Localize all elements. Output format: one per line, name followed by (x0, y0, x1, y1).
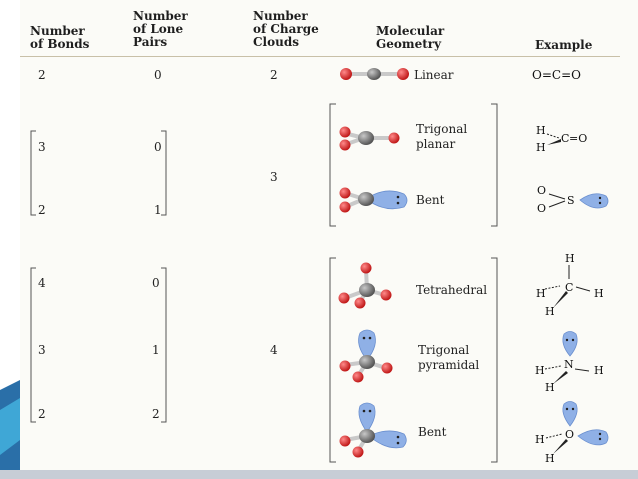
bracket-bonds-4 (30, 267, 36, 423)
tetrahedral-label: Tetrahedral (416, 283, 488, 297)
bent4-bonds: 2 (38, 407, 46, 421)
slide-bottom-band (0, 470, 638, 479)
h2co-h-top: H (536, 124, 546, 137)
group4-clouds: 4 (270, 343, 278, 357)
so2-sulfur: S (567, 194, 575, 207)
trigonal-planar-bonds: 3 (38, 140, 46, 154)
nh3-nitrogen: N (564, 358, 574, 371)
group3-clouds: 3 (270, 170, 278, 184)
nh3-h-right: H (594, 364, 604, 377)
nh3-h-bottom: H (545, 381, 555, 394)
example-lone-pairs (562, 193, 609, 446)
tetrahedral-lone-pairs: 0 (152, 276, 160, 290)
trigonal-pyramidal-bonds: 3 (38, 343, 46, 357)
ch4-h-bottom: H (545, 305, 555, 318)
linear-bonds: 2 (38, 68, 46, 82)
nh3-h-left: H (535, 364, 545, 377)
header-example: Example (535, 38, 593, 52)
bracket-lone-4 (161, 267, 167, 423)
h2o-oxygen: O (565, 428, 575, 441)
bent4-model (339, 402, 407, 458)
bent4-lone-pairs: 2 (152, 407, 160, 421)
h2o-h-bottom: H (545, 452, 555, 465)
h2co-carbon: C (561, 132, 570, 145)
so2-o-top: O (537, 184, 547, 197)
so2-o-bottom: O (537, 202, 547, 215)
linear-example: O=C=O (532, 68, 581, 82)
bent3-model (339, 187, 408, 213)
header-divider (20, 56, 620, 57)
geometry-table (20, 0, 638, 479)
linear-model (340, 68, 409, 80)
h2o-h-left: H (535, 433, 545, 446)
bent3-lone-pairs: 1 (154, 203, 162, 217)
ch4-carbon: C (565, 281, 574, 294)
bracket-geom-4 (329, 257, 336, 463)
h2co-h-bottom: H (536, 141, 546, 154)
trigonal-pyramidal-lone-pairs: 1 (152, 343, 160, 357)
bracket-geom-3 (329, 103, 336, 227)
bent3-label: Bent (416, 193, 445, 207)
ch4-h-top: H (565, 252, 575, 265)
linear-clouds: 2 (270, 68, 278, 82)
bracket-lone-3 (161, 130, 167, 216)
trigonal-planar-model (339, 126, 400, 151)
trigonal-pyramidal-model (339, 329, 393, 383)
bracket-bonds-3 (30, 130, 36, 216)
ch4-h-right: H (594, 287, 604, 300)
ch4-h-left: H (536, 287, 546, 300)
bracket-geom-3r (491, 103, 498, 227)
h2co-oxygen: =O (569, 132, 588, 145)
bent4-label: Bent (418, 425, 447, 439)
tetrahedral-model (338, 262, 392, 309)
trigonal-planar-lone-pairs: 0 (154, 140, 162, 154)
linear-geometry-label: Linear (414, 68, 454, 82)
bracket-geom-4r (491, 257, 498, 463)
bent3-bonds: 2 (38, 203, 46, 217)
linear-lone-pairs: 0 (154, 68, 162, 82)
tetrahedral-bonds: 4 (38, 276, 46, 290)
slide-accent-decoration (0, 380, 20, 479)
